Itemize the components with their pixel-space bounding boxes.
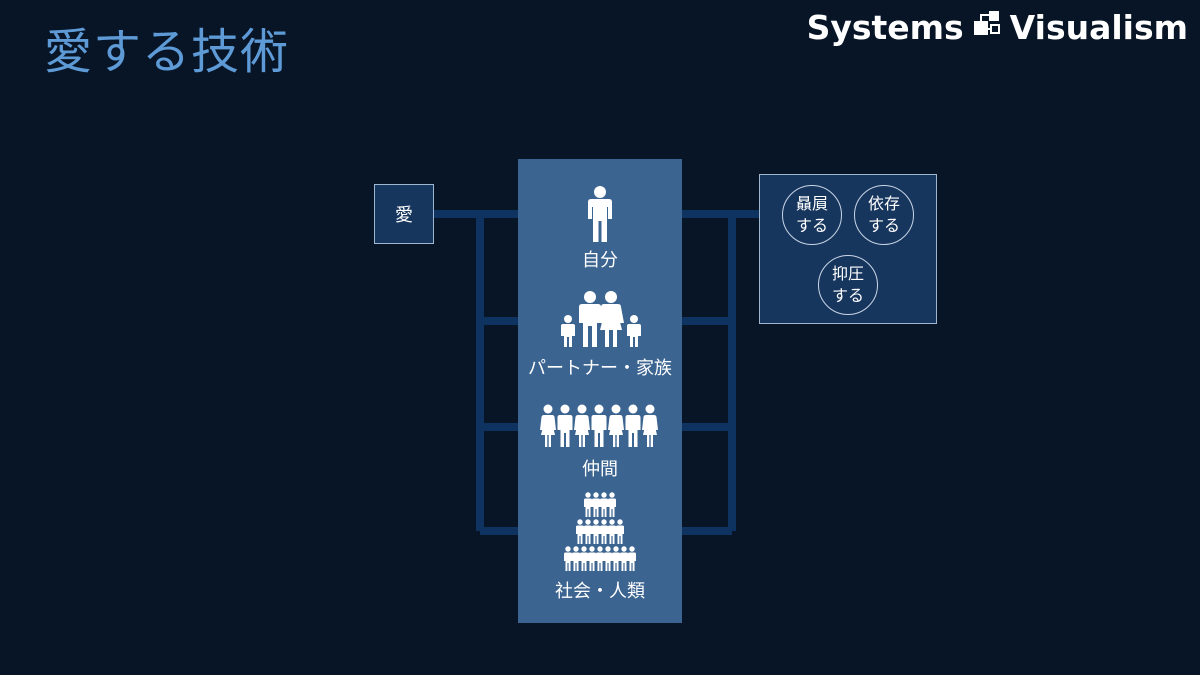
crowd-icon [564,492,636,571]
bubble-favoritism-line1: 贔屓 [795,194,828,213]
bubble-favoritism-line2: する [795,216,828,235]
love-box: 愛 [374,184,434,244]
bubble-dependence-line2: する [867,216,900,235]
bubble-favoritism: 贔屓 する [782,185,842,245]
level-label-society-humanity: 社会・人類 [555,581,645,602]
bubble-suppression-line1: 抑圧 [831,264,864,283]
group-of-people-icon [540,404,658,447]
level-label-companions: 仲間 [582,459,618,480]
brand-logo: Systems Visualism [807,8,1188,47]
bubble-dependence: 依存 する [854,185,914,245]
systems-visualism-logo-icon [972,8,1002,47]
level-label-partner-family: パートナー・家族 [528,358,672,379]
behaviors-panel: 贔屓 する 依存 する 抑圧 する [759,174,937,324]
brand-right: Visualism [1009,8,1188,47]
levels-column [518,159,682,623]
bubble-dependence-line1: 依存 [867,194,900,213]
bubble-suppression: 抑圧 する [818,255,878,315]
page-title: 愛する技術 [44,24,290,80]
brand-left: Systems [806,8,964,47]
bubble-suppression-line2: する [831,286,864,305]
family-icon [561,291,641,347]
single-person-icon [588,186,612,242]
level-label-self: 自分 [582,250,618,271]
love-label: 愛 [395,205,413,226]
